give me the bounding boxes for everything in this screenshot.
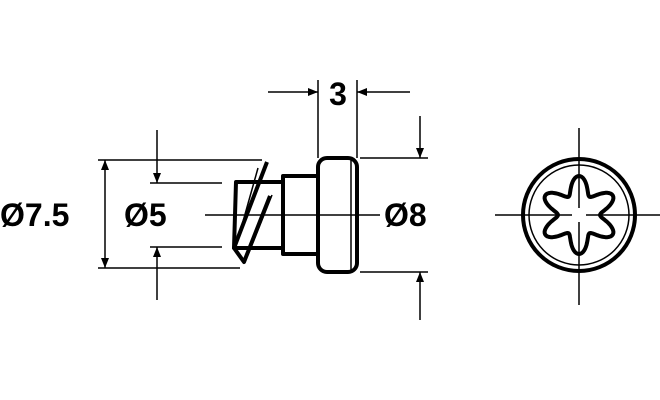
dimension-label-7-5: Ø7.5 <box>0 197 69 233</box>
dimension-shank-diameter: Ø5 <box>124 130 222 300</box>
dimension-outer-diameter: Ø7.5 <box>0 159 262 269</box>
dimension-label-3: 3 <box>329 76 347 112</box>
dimension-head-length: 3 <box>268 76 410 158</box>
end-view <box>495 128 660 305</box>
dimension-label-5: Ø5 <box>124 197 167 233</box>
side-view <box>205 156 380 274</box>
thread-helix <box>232 161 272 264</box>
dimension-head-diameter: Ø8 <box>360 116 428 320</box>
dimension-label-8: Ø8 <box>384 197 427 233</box>
